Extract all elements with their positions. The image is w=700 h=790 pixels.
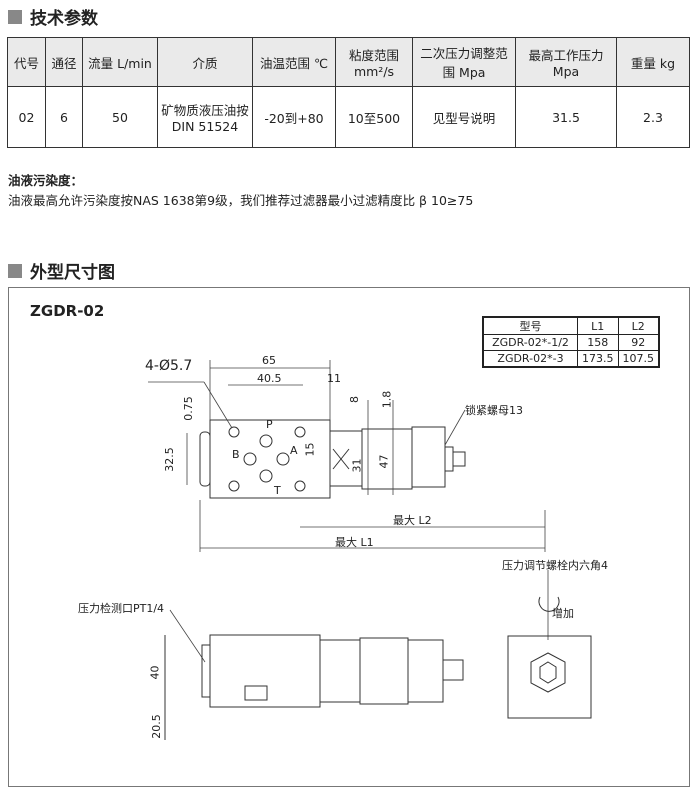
valve-body-side (209, 634, 321, 708)
lock-nut-label: 锁紧螺母13 (465, 404, 523, 417)
header-cell: 代号 (7, 37, 46, 87)
cell: ZGDR-02*-1/2 (482, 334, 578, 351)
cell: 矿物质液压油按DIN 51524 (157, 86, 253, 148)
spec-table: 代号 通径 流量 L/min 介质 油温范围 ℃ 粘度范围 mm²/s 二次压力… (7, 37, 690, 148)
dim-31: 31 (350, 458, 364, 473)
valve-end-view (507, 635, 592, 719)
dim-l1: 最大 L1 (335, 536, 374, 549)
section-title-tech: 技术参数 (8, 4, 98, 29)
dim-holes: 4-Ø5.7 (145, 358, 193, 374)
cell: 107.5 (617, 350, 660, 368)
table-header-row: 代号 通径 流量 L/min 介质 油温范围 ℃ 粘度范围 mm²/s 二次压力… (7, 37, 690, 87)
dim-15: 15 (303, 442, 317, 457)
port-p: P (266, 418, 273, 431)
header-cell: 粘度范围 mm²/s (335, 37, 413, 87)
port-t: T (274, 484, 281, 497)
cell: 173.5 (577, 350, 619, 368)
dim-20-5: 20.5 (149, 714, 163, 739)
table-row: 02 6 50 矿物质液压油按DIN 51524 -20到+80 10至500 … (7, 86, 690, 148)
dim-47: 47 (377, 454, 391, 469)
dim-32-5: 32.5 (162, 447, 176, 472)
contamination-title: 油液污染度： (8, 173, 84, 188)
cell: -20到+80 (252, 86, 336, 148)
header-cell: 型号 (482, 316, 578, 335)
dim-40: 40 (148, 665, 162, 680)
header-cell: 介质 (157, 37, 253, 87)
dim-1-8: 1.8 (380, 390, 394, 409)
header-cell: 油温范围 ℃ (252, 37, 336, 87)
header-cell: 流量 L/min (82, 37, 158, 87)
hex-bolt-label: 压力调节螺栓内六角4 (502, 559, 608, 572)
pressure-port-label: 压力检测口PT1/4 (78, 602, 165, 615)
cell: 02 (7, 86, 46, 148)
cell: 158 (577, 334, 619, 351)
header-cell: 通径 (45, 37, 83, 87)
port-a: A (290, 444, 298, 457)
dim-8: 8 (348, 396, 361, 403)
section-title-outline: 外型尺寸图 (8, 258, 115, 283)
dim-l2: 最大 L2 (393, 514, 432, 527)
cell: 2.3 (616, 86, 690, 148)
port-b: B (232, 448, 240, 461)
section-title-text: 外型尺寸图 (30, 263, 115, 283)
increase-label: 增加 (552, 607, 574, 620)
cell: 31.5 (515, 86, 617, 148)
drawing-frame (8, 287, 690, 787)
model-title: ZGDR-02 (30, 302, 105, 320)
valve-body-top (209, 419, 331, 499)
dim-65: 65 (262, 354, 276, 367)
header-cell: 最高工作压力 Mpa (515, 37, 617, 87)
cell: ZGDR-02*-3 (482, 350, 578, 368)
dim-11: 11 (327, 372, 341, 385)
dim-40-5: 40.5 (257, 372, 282, 385)
contamination-text: 油液最高允许污染度按NAS 1638第9级，我们推荐过滤器最小过滤精度比 β 1… (8, 193, 474, 208)
cell: 见型号说明 (412, 86, 516, 148)
cell: 10至500 (335, 86, 413, 148)
section-title-text: 技术参数 (30, 9, 98, 29)
header-cell: L2 (617, 316, 660, 335)
cell: 6 (45, 86, 83, 148)
header-cell: 二次压力调整范围 Mpa (412, 37, 516, 87)
dim-0-75: 0.75 (181, 396, 195, 421)
cell: 92 (617, 334, 660, 351)
header-cell: L1 (577, 316, 619, 335)
